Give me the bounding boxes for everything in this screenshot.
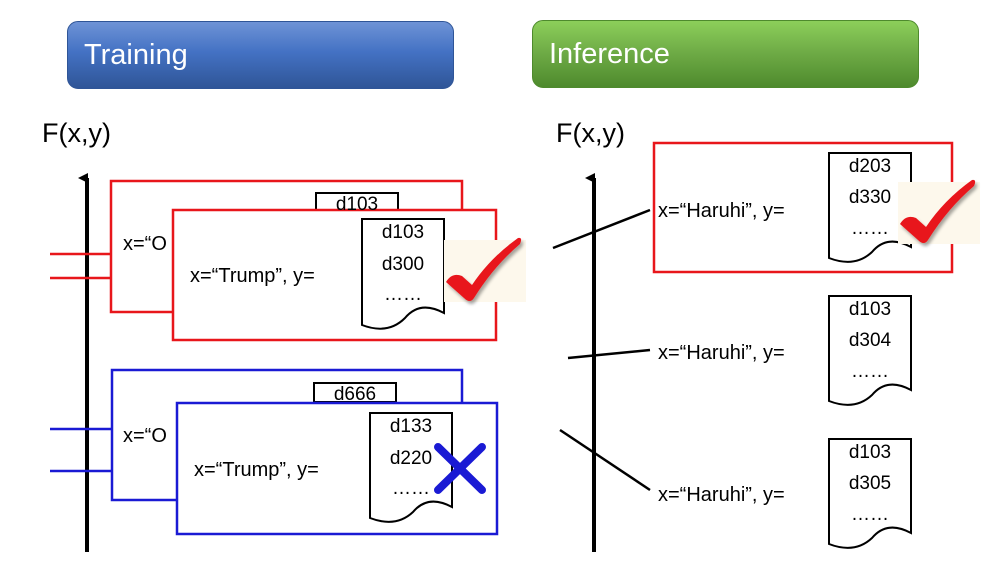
red-back-x-text: x=“O <box>123 233 167 255</box>
red-front-doc-line-2: d300 <box>381 254 425 275</box>
inference-axis-label: F(x,y) <box>556 118 625 148</box>
blue-back-x-text: x=“O <box>123 425 167 447</box>
inference-doc-3-line-1: d103 <box>848 442 892 463</box>
blue-front-doc-line-3: …… <box>392 478 430 499</box>
blue-front-doc-line-1: d133 <box>389 416 433 437</box>
inference-connector-3 <box>559 428 651 492</box>
inference-doc-1-line-2: d330 <box>848 187 892 208</box>
inference-doc-1-line-1: d203 <box>848 156 892 177</box>
inference-x-text-3: x=“Haruhi”, y= <box>658 484 785 506</box>
check-icon <box>446 237 522 301</box>
red-front-doc <box>361 218 445 330</box>
blue-front-doc <box>369 412 453 523</box>
inference-connector-1 <box>552 208 651 250</box>
blue-front-x-text: x=“Trump”, y= <box>194 459 319 481</box>
inference-banner: Inference <box>532 20 919 88</box>
training-banner: Training <box>67 21 454 89</box>
inference-doc-1 <box>828 152 912 263</box>
inference-doc-3-line-2: d305 <box>848 473 892 494</box>
inference-doc-1-line-3: …… <box>851 218 889 239</box>
inference-doc-2-line-3: …… <box>851 361 889 382</box>
red-front-doc-line-3: …… <box>384 284 422 305</box>
inference-x-text-2: x=“Haruhi”, y= <box>658 342 785 364</box>
inference-doc-3-line-3: …… <box>851 504 889 525</box>
inference-x-text-1: x=“Haruhi”, y= <box>658 200 785 222</box>
red-back-doc-text: d103 <box>335 194 379 212</box>
blue-back-doc-text: d666 <box>333 384 377 402</box>
training-axis-label: F(x,y) <box>42 118 111 148</box>
cross-icon <box>434 443 486 494</box>
inference-connector-2 <box>567 348 651 360</box>
inference-doc-2-line-2: d304 <box>848 330 892 351</box>
inference-doc-2-line-1: d103 <box>848 299 892 320</box>
blue-front-doc-line-2: d220 <box>389 448 433 469</box>
inference-doc-2 <box>828 295 912 406</box>
inference-doc-3 <box>828 438 912 549</box>
red-front-x-text: x=“Trump”, y= <box>190 265 315 287</box>
red-front-doc-line-1: d103 <box>381 222 425 243</box>
inference-check-icon <box>900 179 976 243</box>
